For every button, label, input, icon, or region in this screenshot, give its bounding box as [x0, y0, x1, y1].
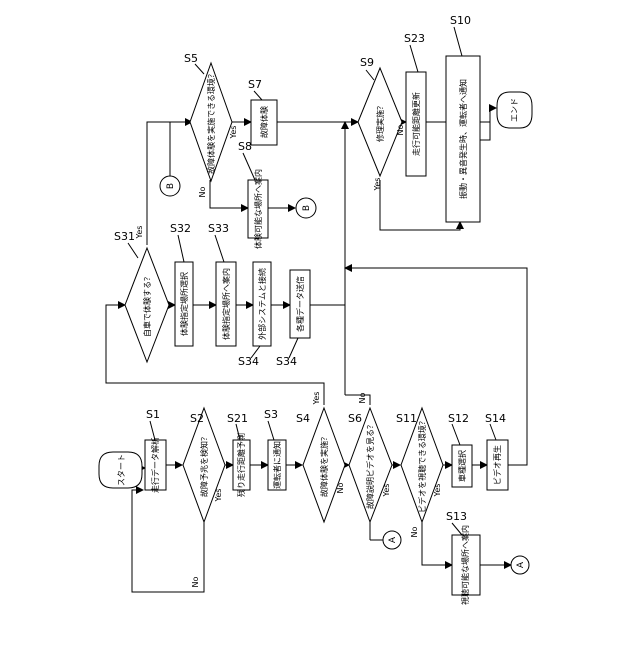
s9-yes: Yes	[373, 178, 382, 192]
decision-s5: 故障体験を実施できる環境？ S5 Yes No	[184, 52, 238, 197]
connector-b-right: B	[296, 198, 316, 218]
process-s33: 体験指定場所へ案内 S33	[208, 222, 236, 346]
s12-text: 車種選択	[457, 450, 467, 482]
s4-step: S4	[296, 412, 310, 425]
s2-step: S2	[190, 412, 204, 425]
process-s10: 振動・異音発生時、運転者へ通知 S10	[446, 14, 480, 222]
s2-text: 故障予兆を検知？	[199, 433, 209, 497]
s10-text: 振動・異音発生時、運転者へ通知	[458, 79, 468, 199]
start-terminator: スタート	[99, 452, 142, 488]
decision-s6: 故障説明ビデオを見る？ S6 No Yes	[348, 392, 392, 522]
s31-text: 自車で体験する？	[142, 273, 152, 337]
connector-a-left-label: A	[388, 536, 398, 543]
process-s23: 走行可能距離更新 S23	[404, 32, 426, 176]
s2-no: No	[191, 576, 200, 587]
s6-text: 故障説明ビデオを見る？	[365, 421, 375, 509]
process-s1: 走行データ解析 S1	[145, 408, 166, 493]
s9-text: 修理実施？	[375, 102, 385, 142]
s33-text: 体験指定場所へ案内	[221, 268, 231, 340]
s14-text: ビデオ再生	[492, 445, 502, 485]
end-label: エンド	[510, 98, 519, 122]
connector-b-left: B	[160, 176, 180, 196]
s31-step: S31	[114, 230, 135, 243]
process-s7: 故障体験 S7	[248, 78, 277, 145]
s9-step: S9	[360, 56, 374, 69]
s7-text: 故障体験	[259, 106, 269, 138]
s1-text: 走行データ解析	[150, 437, 160, 493]
s11-step: S11	[396, 412, 417, 425]
s8-step: S8	[238, 140, 252, 153]
s21-step: S21	[227, 412, 248, 425]
connector-b-left-label: B	[166, 183, 176, 189]
process-s14: ビデオ再生 S14	[485, 412, 508, 490]
s4-text: 故障体験を実施？	[319, 433, 329, 497]
process-s34-send: 各種データ送信 S34	[276, 270, 310, 368]
s7-step: S7	[248, 78, 262, 91]
s32-step: S32	[170, 222, 191, 235]
s34b-step: S34	[276, 355, 297, 368]
s5-yes: Yes	[229, 126, 238, 140]
s4-no: No	[336, 482, 345, 493]
s6-no: No	[358, 392, 367, 403]
s32-text: 体験指定場所選択	[179, 272, 189, 336]
s5-step: S5	[184, 52, 198, 65]
s23-text: 走行可能距離更新	[411, 92, 421, 156]
s34a-step: S34	[238, 355, 259, 368]
process-s8: 体験可能な場所へ案内 S8	[238, 140, 268, 249]
s6-step: S6	[348, 412, 362, 425]
s9-no: No	[396, 124, 405, 135]
connector-a-right-label: A	[516, 561, 526, 568]
process-s13: 視聴可能な場所へ案内 S13	[446, 510, 480, 605]
s3-text: 運転者に通知	[272, 441, 282, 489]
s23-step: S23	[404, 32, 425, 45]
s11-no: No	[410, 526, 419, 537]
s10-step: S10	[450, 14, 471, 27]
s12-step: S12	[448, 412, 469, 425]
end-terminator: エンド	[497, 92, 532, 128]
s2-yes: Yes	[214, 489, 223, 503]
s13-text: 視聴可能な場所へ案内	[460, 525, 470, 605]
s11-text: ビデオを視聴できる環境？	[417, 417, 427, 513]
s33-step: S33	[208, 222, 229, 235]
process-s12: 車種選択 S12	[448, 412, 472, 487]
s34a-text: 外部システムと接続	[257, 268, 267, 340]
s6-yes: Yes	[382, 484, 391, 498]
s31-yes: Yes	[135, 226, 144, 240]
s5-no: No	[198, 186, 207, 197]
s34b-text: 各種データ送信	[295, 276, 305, 332]
decision-s9: 修理実施？ S9 No Yes	[358, 56, 405, 191]
s13-step: S13	[446, 510, 467, 523]
decision-s4: 故障体験を実施？ S4 Yes No	[296, 392, 345, 522]
process-s3: 運転者に通知 S3	[264, 408, 286, 490]
connector-a-right: A	[511, 556, 529, 574]
s4-yes: Yes	[312, 392, 321, 406]
connector-a-left: A	[383, 531, 401, 549]
s8-text: 体験可能な場所へ案内	[253, 169, 263, 249]
process-s32: 体験指定場所選択 S32	[170, 222, 193, 346]
s3-step: S3	[264, 408, 278, 421]
s14-step: S14	[485, 412, 506, 425]
connector-b-right-label: B	[302, 205, 312, 211]
s1-step: S1	[146, 408, 160, 421]
process-s21: 残り走行距離予測 S21	[227, 412, 250, 497]
process-s34-connect: 外部システムと接続 S34	[238, 262, 271, 368]
s11-yes: Yes	[433, 484, 442, 498]
s21-text: 残り走行距離予測	[236, 433, 246, 497]
decision-s31: 自車で体験する？ S31 Yes	[114, 226, 169, 362]
start-label: スタート	[117, 454, 126, 486]
s5-text: 故障体験を実施できる環境？	[206, 70, 216, 174]
decision-s11: ビデオを視聴できる環境？ S11 Yes No	[396, 408, 443, 537]
